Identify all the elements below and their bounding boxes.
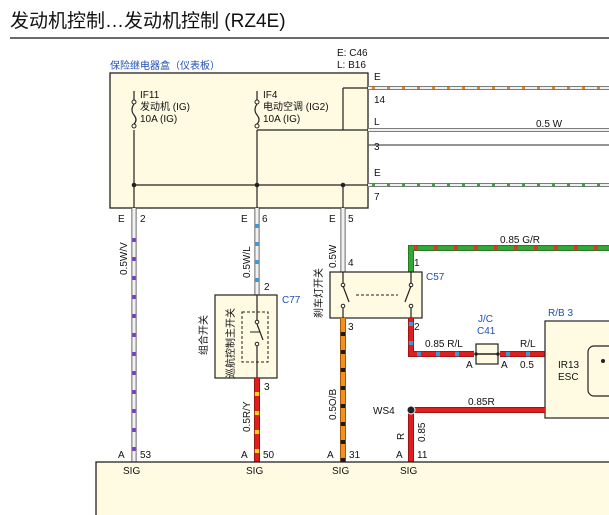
ecm-pin-53: 53 [140,450,152,461]
wire-label-r-val: 0.85 [417,422,428,442]
ecm-pin-side-31: A [327,450,334,461]
rb-sub: ESC [558,372,579,383]
right-pin-side-3: E [374,168,381,179]
jc-pin-r: A [501,360,508,371]
wire-label-r-l-2: R/L [520,339,536,350]
fuse-if11-id: IF11 [140,90,160,101]
fuse-if4-icon [254,99,260,129]
ecm-pin-side-11: A [396,450,403,461]
c57-pin-bl: 3 [348,322,354,333]
ecm-sig-31: SIG [332,466,349,477]
wire-label-w-l: 0.5W/L [242,246,253,278]
right-pin-2: 3 [374,142,380,153]
fuse-if11-icon [131,99,137,129]
right-pin-0: 14 [374,95,386,106]
fuse-if4-id: IF4 [263,90,278,101]
fuse-if11-name: 发动机 (IG) [140,100,190,113]
wire-label-r-l: 0.85 R/L [425,339,463,350]
wire-label-w: 0.5W [328,244,339,268]
ecm-sig-53: SIG [123,466,140,477]
wire-label-r-code: R [396,433,407,440]
fuse-box-conn-l: L: B16 [337,60,366,71]
page-title: 发动机控制…发动机控制 (RZ4E) [10,10,286,32]
wire-label-right-white: 0.5 W [536,119,563,130]
fuse-box-label: 保险继电器盒（仪表板） [110,59,220,72]
c57-pin-br: 2 [414,322,420,333]
splice-ws4-icon [406,405,416,415]
c77-pin-bottom: 3 [264,382,270,393]
right-pin-4: 7 [374,192,380,203]
ecm-pin-side-50: A [241,450,248,461]
bottom-pin-side-0: E [118,214,125,225]
brake-switch-contact-right-icon [404,272,414,318]
ecm-pin-side-53: A [118,450,125,461]
cruise-switch-contact-icon [250,295,264,378]
ecm-pin-31: 31 [349,450,361,461]
wire-label-r-l-val: 0.5 [520,360,534,371]
ecm-sig-50: SIG [246,466,263,477]
wire-label-w-v: 0.5W/V [119,242,130,275]
fuse-box-conn-e: E: C46 [337,48,368,59]
bottom-pin-2: 5 [348,214,354,225]
fuse-if4-rating: 10A (IG) [263,114,300,125]
combination-switch-c77 [214,294,278,379]
ecm-pin-50: 50 [263,450,275,461]
bottom-pin-side-1: E [241,214,248,225]
c57-conn: C57 [426,272,445,283]
wire-g-r [408,245,609,272]
jc-conn: C41 [477,326,496,337]
c77-conn: C77 [282,295,301,306]
bottom-pin-0: 2 [140,214,146,225]
wire-label-r-y: 0.5R/Y [242,401,253,432]
c77-name-1: 组合开关 [197,315,210,355]
bottom-pin-side-2: E [329,214,336,225]
rb-conn: R/B 3 [548,308,573,319]
jc-label: J/C [478,314,493,325]
fuse-if11-rating: 10A (IG) [140,114,177,125]
wire-label-o-b: 0.5O/B [328,389,339,420]
ecm-pin-11: 11 [417,450,428,461]
wire-label-r: 0.85R [468,397,495,408]
esc-relay-icon [587,345,609,397]
jc-pin-l: A [466,360,473,371]
splice-ws4-label: WS4 [373,406,395,417]
c57-pin-tr: 1 [414,258,420,269]
wire-r [408,407,545,462]
right-pin-side-1: L [374,117,380,128]
c77-pin-top: 2 [264,282,270,293]
brake-switch-contact-left-icon [340,272,350,318]
ecm-body [95,461,609,515]
bottom-pin-1: 6 [262,214,268,225]
cruise-switch-frame [241,311,269,363]
ecm-sig-11: SIG [400,466,417,477]
wire-label-g-r: 0.85 G/R [500,235,540,246]
rb-name: IR13 [558,360,580,371]
c57-name: 刹车灯开关 [312,268,325,318]
fuse-if4-name: 电动空调 (IG2) [263,100,329,113]
c77-name-2: 巡航控制主开关 [224,308,237,378]
right-pin-side-0: E [374,72,381,83]
wire-r-l [408,318,545,357]
c57-pin-tl: 4 [348,258,354,269]
